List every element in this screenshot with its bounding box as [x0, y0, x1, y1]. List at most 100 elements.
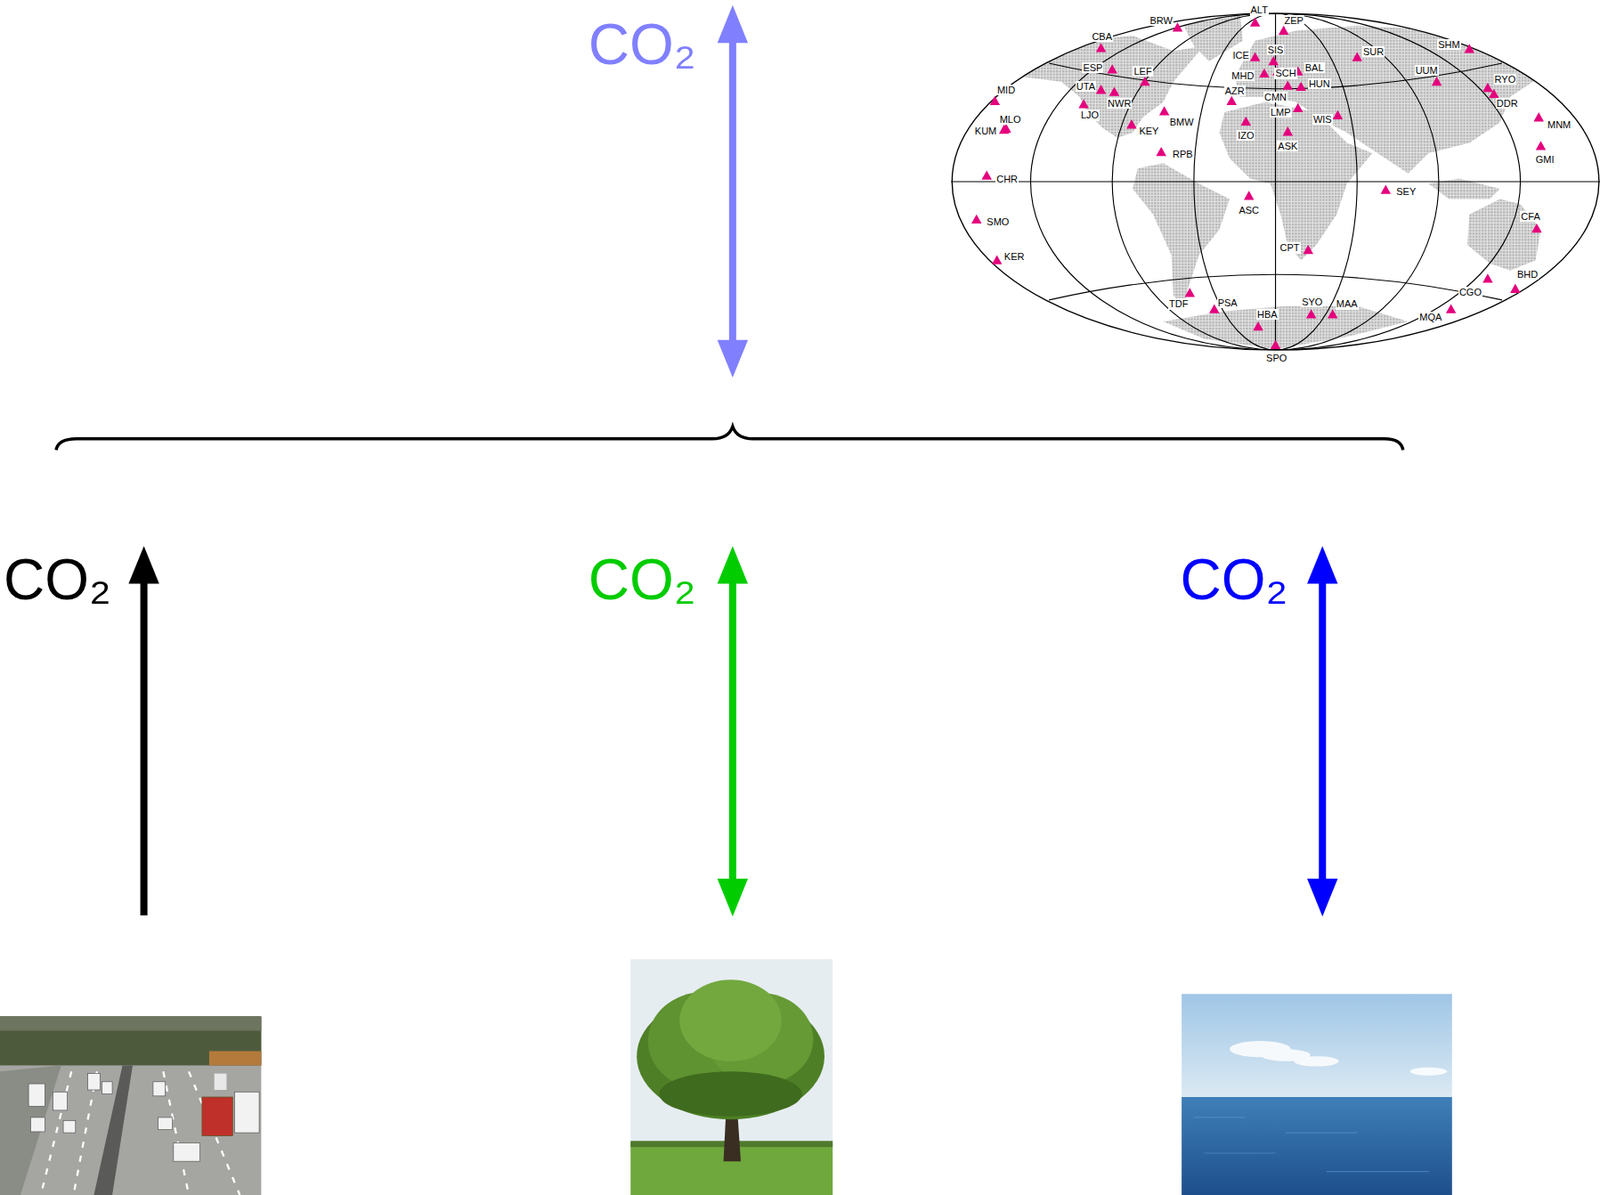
station-marker [1464, 43, 1475, 53]
station-marker [1535, 140, 1546, 150]
station-code: SYO [1300, 296, 1324, 308]
station-code: ICE [1231, 49, 1250, 61]
station-marker [998, 124, 1009, 134]
station-code: GMI [1535, 154, 1556, 165]
station-marker [1241, 116, 1251, 126]
co2-label: CO₂ [588, 548, 697, 611]
station-marker [1283, 126, 1293, 136]
station-code: KUM [974, 125, 998, 137]
station-marker [1488, 89, 1499, 98]
world-map [950, 13, 1600, 350]
station-code: DDR [1495, 97, 1519, 109]
station-code: SUR [1362, 46, 1385, 57]
station-marker [1155, 146, 1166, 156]
station-code: ZEP [1283, 15, 1304, 26]
station-marker [1445, 304, 1456, 314]
station-marker [1352, 51, 1363, 61]
station-marker [1327, 308, 1338, 318]
station-marker [1250, 51, 1260, 61]
station-marker [1106, 64, 1117, 74]
station-code: LEF [1132, 65, 1153, 77]
station-marker [1482, 273, 1493, 283]
station-marker [1292, 103, 1303, 113]
station-marker [1172, 22, 1183, 32]
station-code: IZO [1236, 129, 1255, 141]
station-code: MQA [1418, 311, 1443, 323]
station-code: MAA [1335, 298, 1359, 309]
station-marker [1258, 68, 1269, 78]
station-marker [1185, 287, 1195, 297]
station-marker [1109, 86, 1120, 96]
station-code: BHD [1516, 268, 1539, 280]
station-marker [990, 96, 1000, 106]
station-code: TDF [1168, 298, 1189, 309]
station-marker [1531, 223, 1542, 233]
station-marker [1252, 321, 1263, 331]
station-marker [1226, 96, 1237, 106]
station-marker [1270, 340, 1281, 350]
station-marker [1380, 184, 1391, 194]
station-marker [1295, 81, 1306, 91]
tree-photo [630, 958, 833, 1195]
station-code: SMO [985, 216, 1010, 228]
station-code: ESP [1081, 62, 1104, 74]
co2-label: CO₂ [588, 13, 697, 76]
station-code: NWR [1106, 97, 1132, 109]
station-code: SEY [1395, 186, 1417, 197]
station-code: AZR [1224, 85, 1246, 97]
station-code: RPB [1171, 148, 1194, 160]
station-marker [1302, 244, 1313, 254]
land-arrow [717, 545, 748, 917]
station-code: UTA [1075, 81, 1097, 92]
station-code: LMP [1269, 106, 1292, 118]
station-marker [1250, 16, 1260, 26]
co2-label: CO₂ [3, 548, 112, 611]
station-code: MHD [1230, 70, 1255, 82]
station-marker [1078, 98, 1089, 108]
station-marker [981, 170, 991, 179]
station-marker [1510, 284, 1520, 293]
station-code: CBA [1090, 31, 1113, 42]
station-code: WIS [1312, 113, 1333, 125]
station-code: CMN [1263, 91, 1288, 103]
station-code: ASK [1276, 140, 1299, 152]
station-code: CHR [995, 173, 1019, 185]
station-code: CPT [1279, 242, 1301, 253]
highway-photo [0, 1015, 261, 1195]
station-marker [1096, 84, 1106, 94]
station-code: BMW [1169, 116, 1195, 128]
station-code: SPO [1265, 352, 1288, 364]
station-marker [1278, 25, 1289, 35]
station-marker [1159, 105, 1170, 115]
station-marker [1268, 56, 1279, 65]
station-code: MNM [1546, 119, 1572, 130]
station-code: KER [1003, 251, 1026, 262]
station-code: BAL [1304, 62, 1325, 74]
map-outline [951, 13, 1600, 350]
station-code: BRW [1148, 15, 1173, 26]
station-markers [971, 16, 1546, 349]
station-marker [1096, 42, 1106, 52]
atmosphere-arrow [717, 5, 748, 378]
station-code: CFA [1519, 211, 1541, 222]
station-code: ALT [1250, 4, 1269, 16]
station-marker [1126, 119, 1137, 129]
station-code: SIS [1267, 44, 1285, 56]
station-marker [1332, 110, 1343, 120]
ocean-arrow [1307, 545, 1338, 917]
station-code: ASC [1237, 204, 1260, 216]
station-marker [991, 255, 1002, 265]
station-marker [1243, 190, 1254, 200]
curly-brace [56, 426, 1404, 450]
station-marker [1139, 76, 1150, 86]
station-code: PSA [1217, 297, 1239, 309]
station-marker [1482, 82, 1493, 92]
station-code: LJO [1080, 109, 1100, 121]
station-code: UUM [1414, 64, 1439, 76]
station-code: SHM [1437, 39, 1461, 50]
station-code: MLO [998, 113, 1023, 125]
station-code: HUN [1307, 78, 1332, 90]
station-code: RYO [1494, 73, 1518, 85]
emission-arrow [128, 545, 159, 916]
